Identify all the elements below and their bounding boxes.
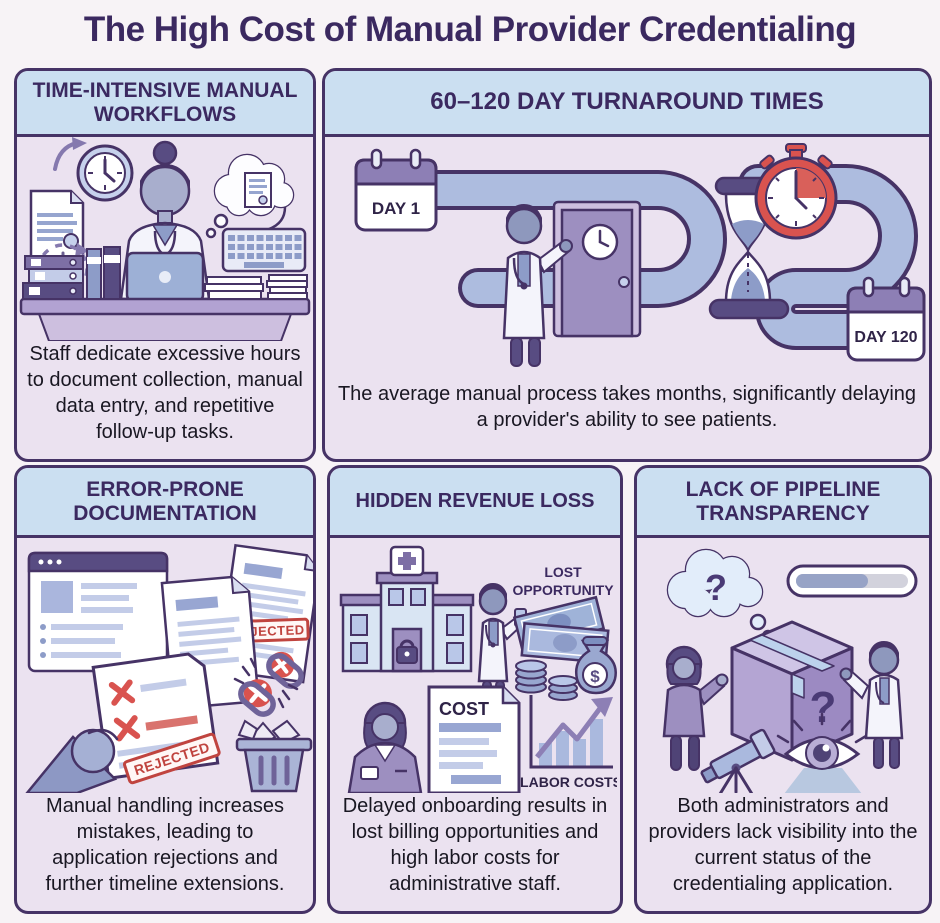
cost-label: COST — [439, 699, 489, 719]
transparency-illustration: ? ? — [637, 538, 929, 793]
coins-icon — [515, 659, 578, 701]
administrator-icon — [662, 645, 729, 771]
document-icon — [29, 189, 85, 259]
broken-chain-icon — [233, 652, 304, 717]
money-bills-icon — [512, 595, 610, 664]
progress-bar-icon — [786, 564, 918, 597]
mystery-box-icon: ? — [730, 620, 854, 761]
panel-title: ERROR-PRONE DOCUMENTATION — [17, 468, 313, 538]
panel-error-prone-documentation: ERROR-PRONE DOCUMENTATION — [14, 465, 316, 914]
revenue-art: LOST OPPORTUNITY — [339, 545, 617, 793]
calendar-day120-icon: DAY 120 — [846, 276, 926, 362]
door-icon — [552, 200, 642, 338]
errors-illustration: REJECTED — [17, 538, 313, 793]
lost-opportunity-label: LOST OPPORTUNITY — [512, 564, 614, 598]
panel-pipeline-transparency: LACK OF PIPELINE TRANSPARENCY ? — [634, 465, 932, 914]
keyboard-icon — [221, 206, 307, 273]
held-document-icon: REJECTED — [91, 651, 221, 784]
workflows-illustration — [17, 137, 313, 341]
hospital-icon — [339, 545, 475, 672]
question-cloud-icon: ? — [666, 548, 775, 642]
admin-person-icon — [347, 701, 423, 793]
revenue-illustration: LOST OPPORTUNITY — [330, 538, 620, 793]
binders-icon — [22, 246, 121, 300]
transparency-art: ? ? — [662, 548, 918, 793]
trash-can-icon — [235, 719, 313, 792]
telescope-icon — [700, 728, 776, 793]
thought-bubble-icon — [205, 153, 295, 239]
lock-icon — [396, 639, 418, 664]
errors-art: REJECTED — [25, 543, 313, 793]
calendar-day1-icon: DAY 1 — [354, 148, 438, 232]
desk-icon — [19, 297, 311, 341]
laptop-icon — [125, 251, 205, 303]
panel-title: HIDDEN REVENUE LOSS — [330, 468, 620, 538]
question-mark: ? — [705, 567, 727, 608]
panel-body-text: Both administrators and providers lack v… — [648, 795, 918, 895]
page-title: The High Cost of Manual Provider Credent… — [83, 10, 857, 49]
labor-costs-label: LABOR COSTS — [520, 774, 617, 790]
hand-icon — [25, 728, 119, 793]
visibility-eye-icon — [776, 712, 868, 793]
clock-icon — [76, 144, 134, 202]
stopwatch-icon — [754, 143, 838, 240]
turnaround-illustration: DAY 1 DAY 120 — [325, 137, 929, 381]
svg-text:LOST: LOST — [544, 564, 582, 580]
panel-title: LACK OF PIPELINE TRANSPARENCY — [637, 468, 929, 538]
day1-label: DAY 1 — [372, 199, 420, 218]
money-bag-icon: $ — [575, 635, 617, 694]
day120-label: DAY 120 — [854, 329, 917, 346]
browser-window-icon — [27, 551, 169, 672]
panel-title: TIME-INTENSIVE MANUAL WORKFLOWS — [17, 71, 313, 137]
paper-stack-icon — [204, 274, 308, 300]
panel-body-text: Manual handling increases mistakes, lead… — [45, 795, 285, 895]
panel-turnaround-times: 60–120 DAY TURNAROUND TIMES — [322, 68, 932, 462]
curved-arrow-icon — [53, 137, 87, 171]
panel-body-text: Staff dedicate excessive hours to docume… — [27, 343, 303, 443]
dollar-sign: $ — [590, 667, 600, 686]
labor-cost-chart-icon — [529, 694, 613, 768]
workflows-art — [19, 137, 311, 341]
bubble-document-icon — [244, 172, 272, 208]
provider-doctor-icon — [839, 640, 904, 769]
turnaround-art: DAY 1 DAY 120 — [354, 143, 926, 367]
panel-hidden-revenue-loss: HIDDEN REVENUE LOSS — [327, 465, 623, 914]
panel-time-intensive-workflows: TIME-INTENSIVE MANUAL WORKFLOWS — [14, 68, 316, 462]
cost-document-icon: COST — [427, 685, 521, 793]
svg-text:OPPORTUNITY: OPPORTUNITY — [512, 582, 614, 598]
panel-title: 60–120 DAY TURNAROUND TIMES — [325, 71, 929, 137]
panel-body-text: Delayed onboarding results in lost billi… — [342, 795, 608, 895]
error-x-mark — [108, 678, 141, 741]
doctor-icon — [502, 203, 573, 367]
panel-body-text: The average manual process takes months,… — [337, 383, 917, 431]
